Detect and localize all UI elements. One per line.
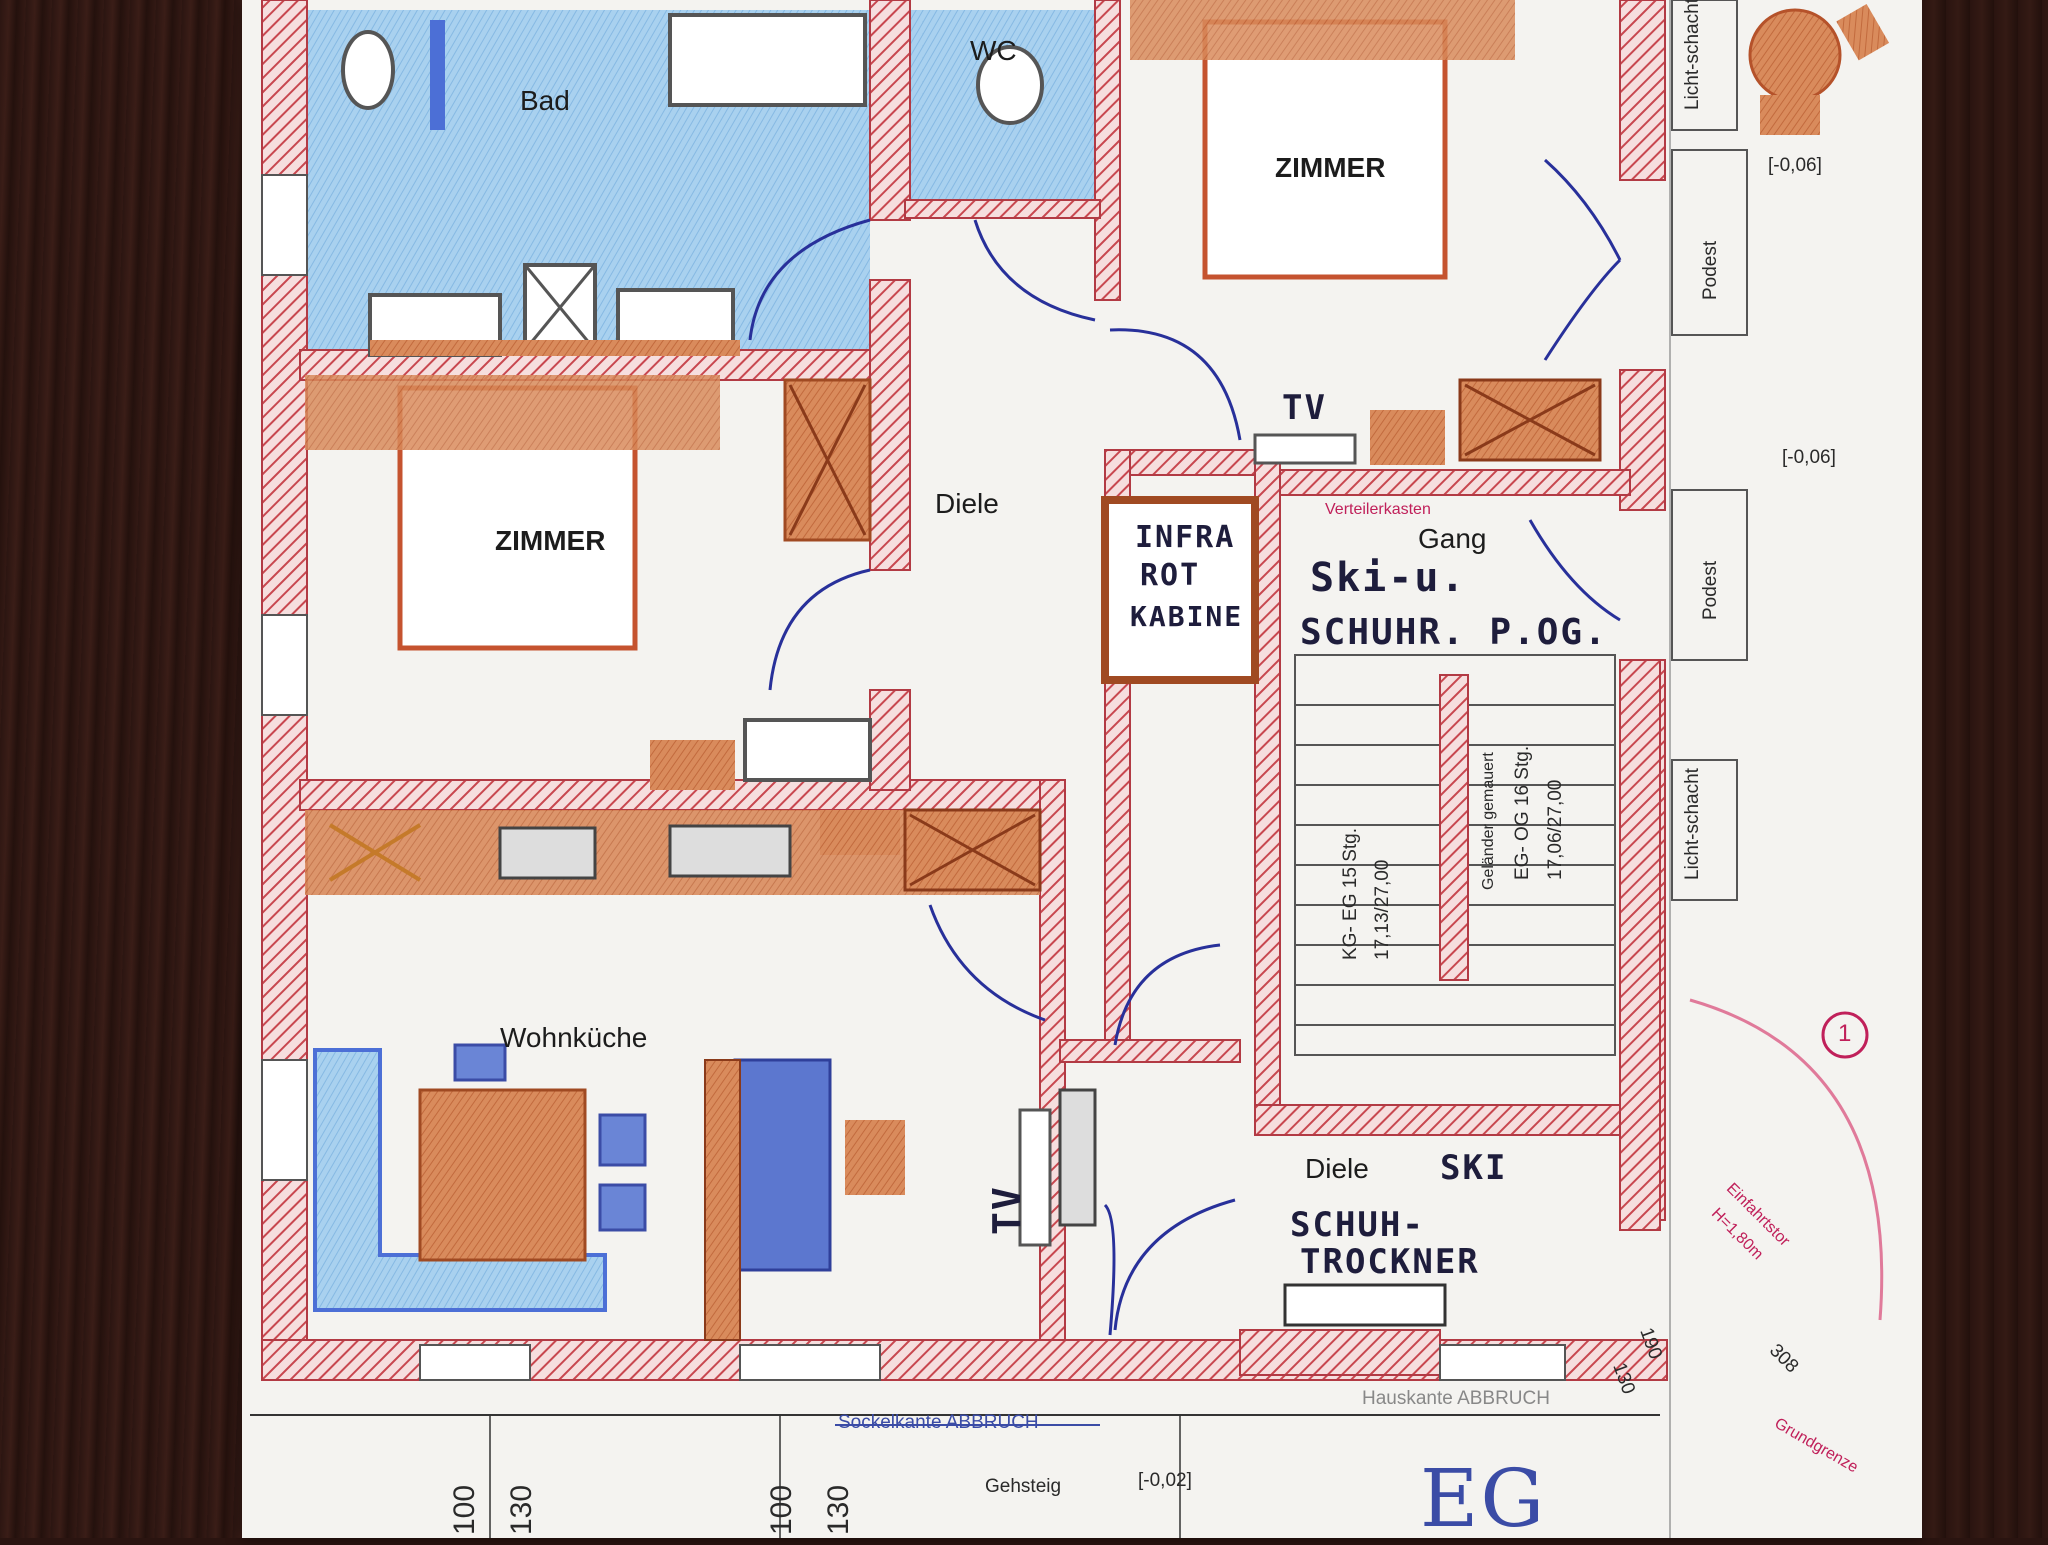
annotation-level-street: [-0,02]	[1138, 1470, 1192, 1491]
annotation-lichtschacht-top: Licht-schacht	[1682, 0, 1703, 110]
annotation-stair-kg-eg-1: KG- EG 15 Stg.	[1340, 828, 1361, 960]
handwritten-infrarot-3: KABINE	[1130, 600, 1244, 633]
dimension-bottom-2: 130	[505, 1484, 538, 1535]
lichtschacht-box-top	[1671, 0, 1738, 131]
podest-box-right	[1671, 489, 1748, 661]
annotation-verteilerkasten: Verteilerkasten	[1325, 501, 1431, 518]
annotation-gelaender: Geländer gemauert	[1480, 752, 1497, 890]
sofa-blue	[733, 1058, 832, 1272]
handwritten-ski: SKI	[1440, 1148, 1508, 1188]
handwritten-ski-schuh-2: SCHUHR. P.OG.	[1300, 612, 1608, 653]
bed-top-room	[1202, 19, 1448, 280]
dimension-bottom-1: 100	[448, 1484, 481, 1535]
room-label-diele-center: Diele	[935, 488, 999, 519]
room-label-gang: Gang	[1418, 523, 1487, 554]
room-label-zimmer-top: ZIMMER	[1275, 152, 1386, 183]
handwritten-tv-top: TV	[1282, 388, 1327, 428]
handwritten-ski-schuh-1: Ski-u.	[1310, 555, 1467, 601]
room-label-wohnkueche: Wohnküche	[500, 1022, 648, 1053]
handwritten-schuhtrockner-2: TROCKNER	[1300, 1242, 1480, 1282]
floor-mark-eg: EG	[1420, 1452, 1547, 1545]
stair-wall-middle	[1439, 674, 1469, 981]
annotation-marker: 1	[1838, 1020, 1852, 1047]
annotation-stair-eg-og-1: EG- OG 16 Stg.	[1512, 745, 1533, 880]
marker-circle	[1821, 1011, 1869, 1059]
dimension-bottom-4: 130	[822, 1484, 855, 1535]
shoe-dryer	[1283, 1283, 1447, 1327]
table-edge-right	[1922, 0, 2048, 1538]
annotation-hauskante: Hauskante ABBRUCH	[1362, 1388, 1550, 1409]
podest-box-top	[1671, 149, 1748, 336]
toilet-wc	[976, 45, 1044, 125]
toilet-bad	[341, 30, 395, 110]
annotation-podest-right: Podest	[1700, 560, 1721, 620]
dining-table	[418, 1088, 587, 1262]
annotation-lichtschacht-right: Licht-schacht	[1682, 768, 1703, 880]
infrared-cabin	[1101, 496, 1259, 684]
handwritten-infrarot-1: INFRA	[1135, 520, 1236, 555]
room-label-bad: Bad	[520, 85, 570, 116]
annotation-stair-kg-eg-2: 17,13/27,00	[1372, 859, 1393, 960]
room-label-wc: WC	[970, 35, 1017, 66]
handwritten-infrarot-2: ROT	[1140, 558, 1201, 593]
table-terrace	[1748, 8, 1842, 102]
door-swings	[748, 158, 1622, 1336]
annotation-stair-eg-og-2: 17,06/27,00	[1545, 779, 1566, 880]
handwritten-tv-living: TV	[985, 1185, 1029, 1235]
annotation-podest-top: Podest	[1700, 240, 1721, 300]
lichtschacht-box-right	[1671, 759, 1738, 901]
annotation-level-2: [-0,06]	[1782, 447, 1836, 468]
dimension-bottom-3: 100	[765, 1484, 798, 1535]
bathtub	[668, 13, 867, 107]
handwritten-schuhtrockner-1: SCHUH-	[1290, 1205, 1425, 1245]
annotation-gehsteig: Gehsteig	[985, 1476, 1062, 1497]
room-label-diele-bottom: Diele	[1305, 1153, 1369, 1184]
annotation-sockelkante: Sockelkante ABBRUCH	[838, 1412, 1039, 1433]
tv-stand	[1018, 1108, 1052, 1247]
annotation-level-1: [-0,06]	[1768, 155, 1822, 176]
gate-swing	[1689, 998, 1884, 1321]
room-label-zimmer-left: ZIMMER	[495, 525, 606, 556]
